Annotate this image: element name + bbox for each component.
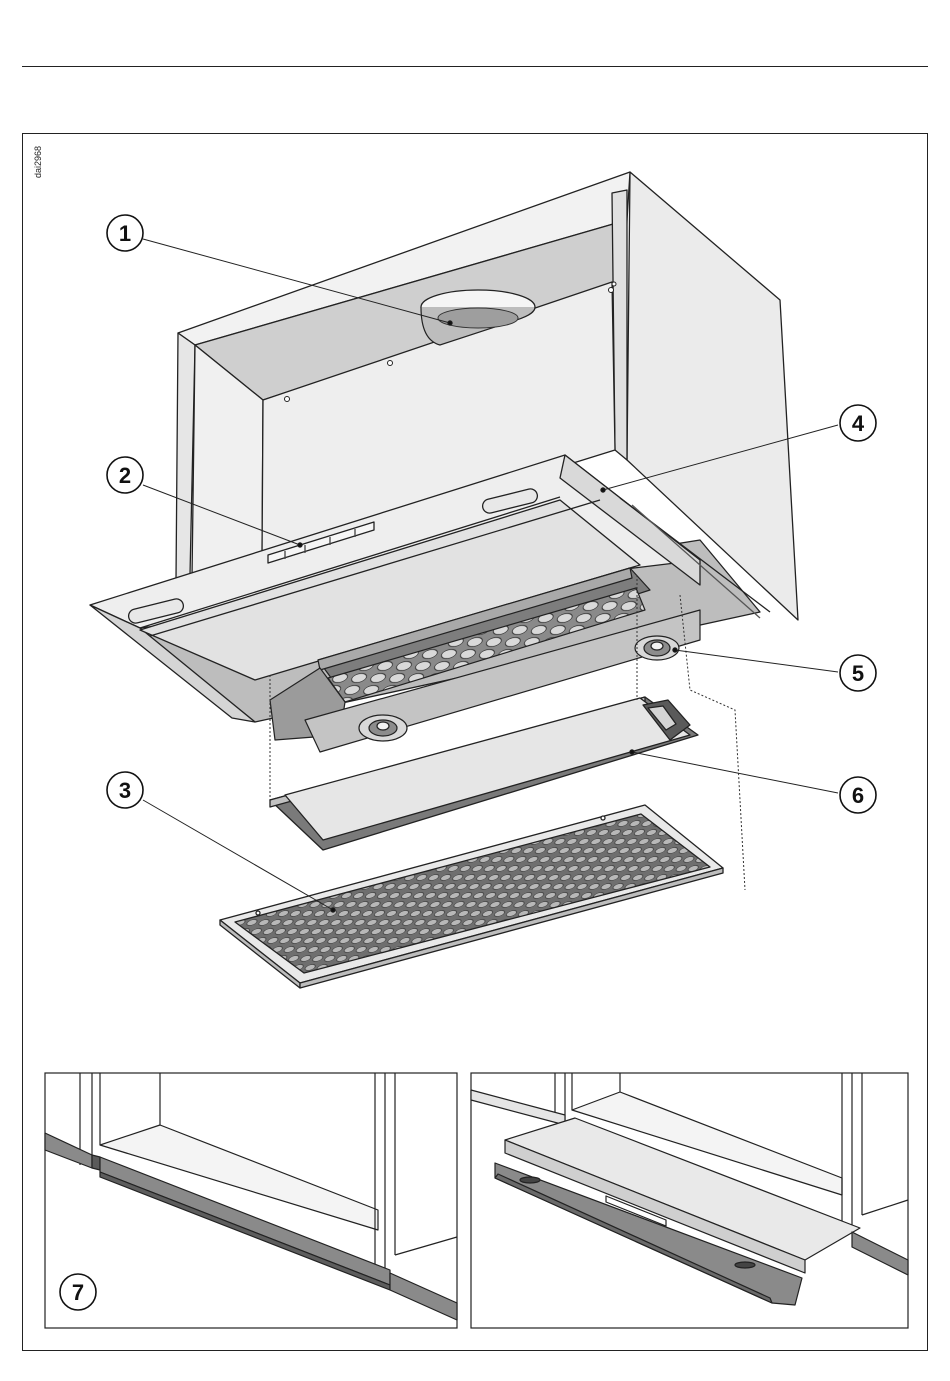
callout-4: 4 (840, 405, 876, 441)
closed-hood-panel (45, 1073, 457, 1328)
svg-text:4: 4 (852, 411, 865, 436)
svg-text:7: 7 (72, 1280, 84, 1305)
callout-3: 3 (107, 772, 143, 808)
svg-text:5: 5 (852, 661, 864, 686)
callout-2: 2 (107, 457, 143, 493)
extended-hood-panel (471, 1073, 908, 1328)
grease-filter (220, 805, 723, 988)
svg-text:3: 3 (119, 778, 131, 803)
callout-5: 5 (840, 655, 876, 691)
svg-text:2: 2 (119, 463, 131, 488)
callout-7: 7 (60, 1274, 96, 1310)
callout-6: 6 (840, 777, 876, 813)
callout-1: 1 (107, 215, 143, 251)
svg-text:1: 1 (119, 221, 131, 246)
svg-text:6: 6 (852, 783, 864, 808)
